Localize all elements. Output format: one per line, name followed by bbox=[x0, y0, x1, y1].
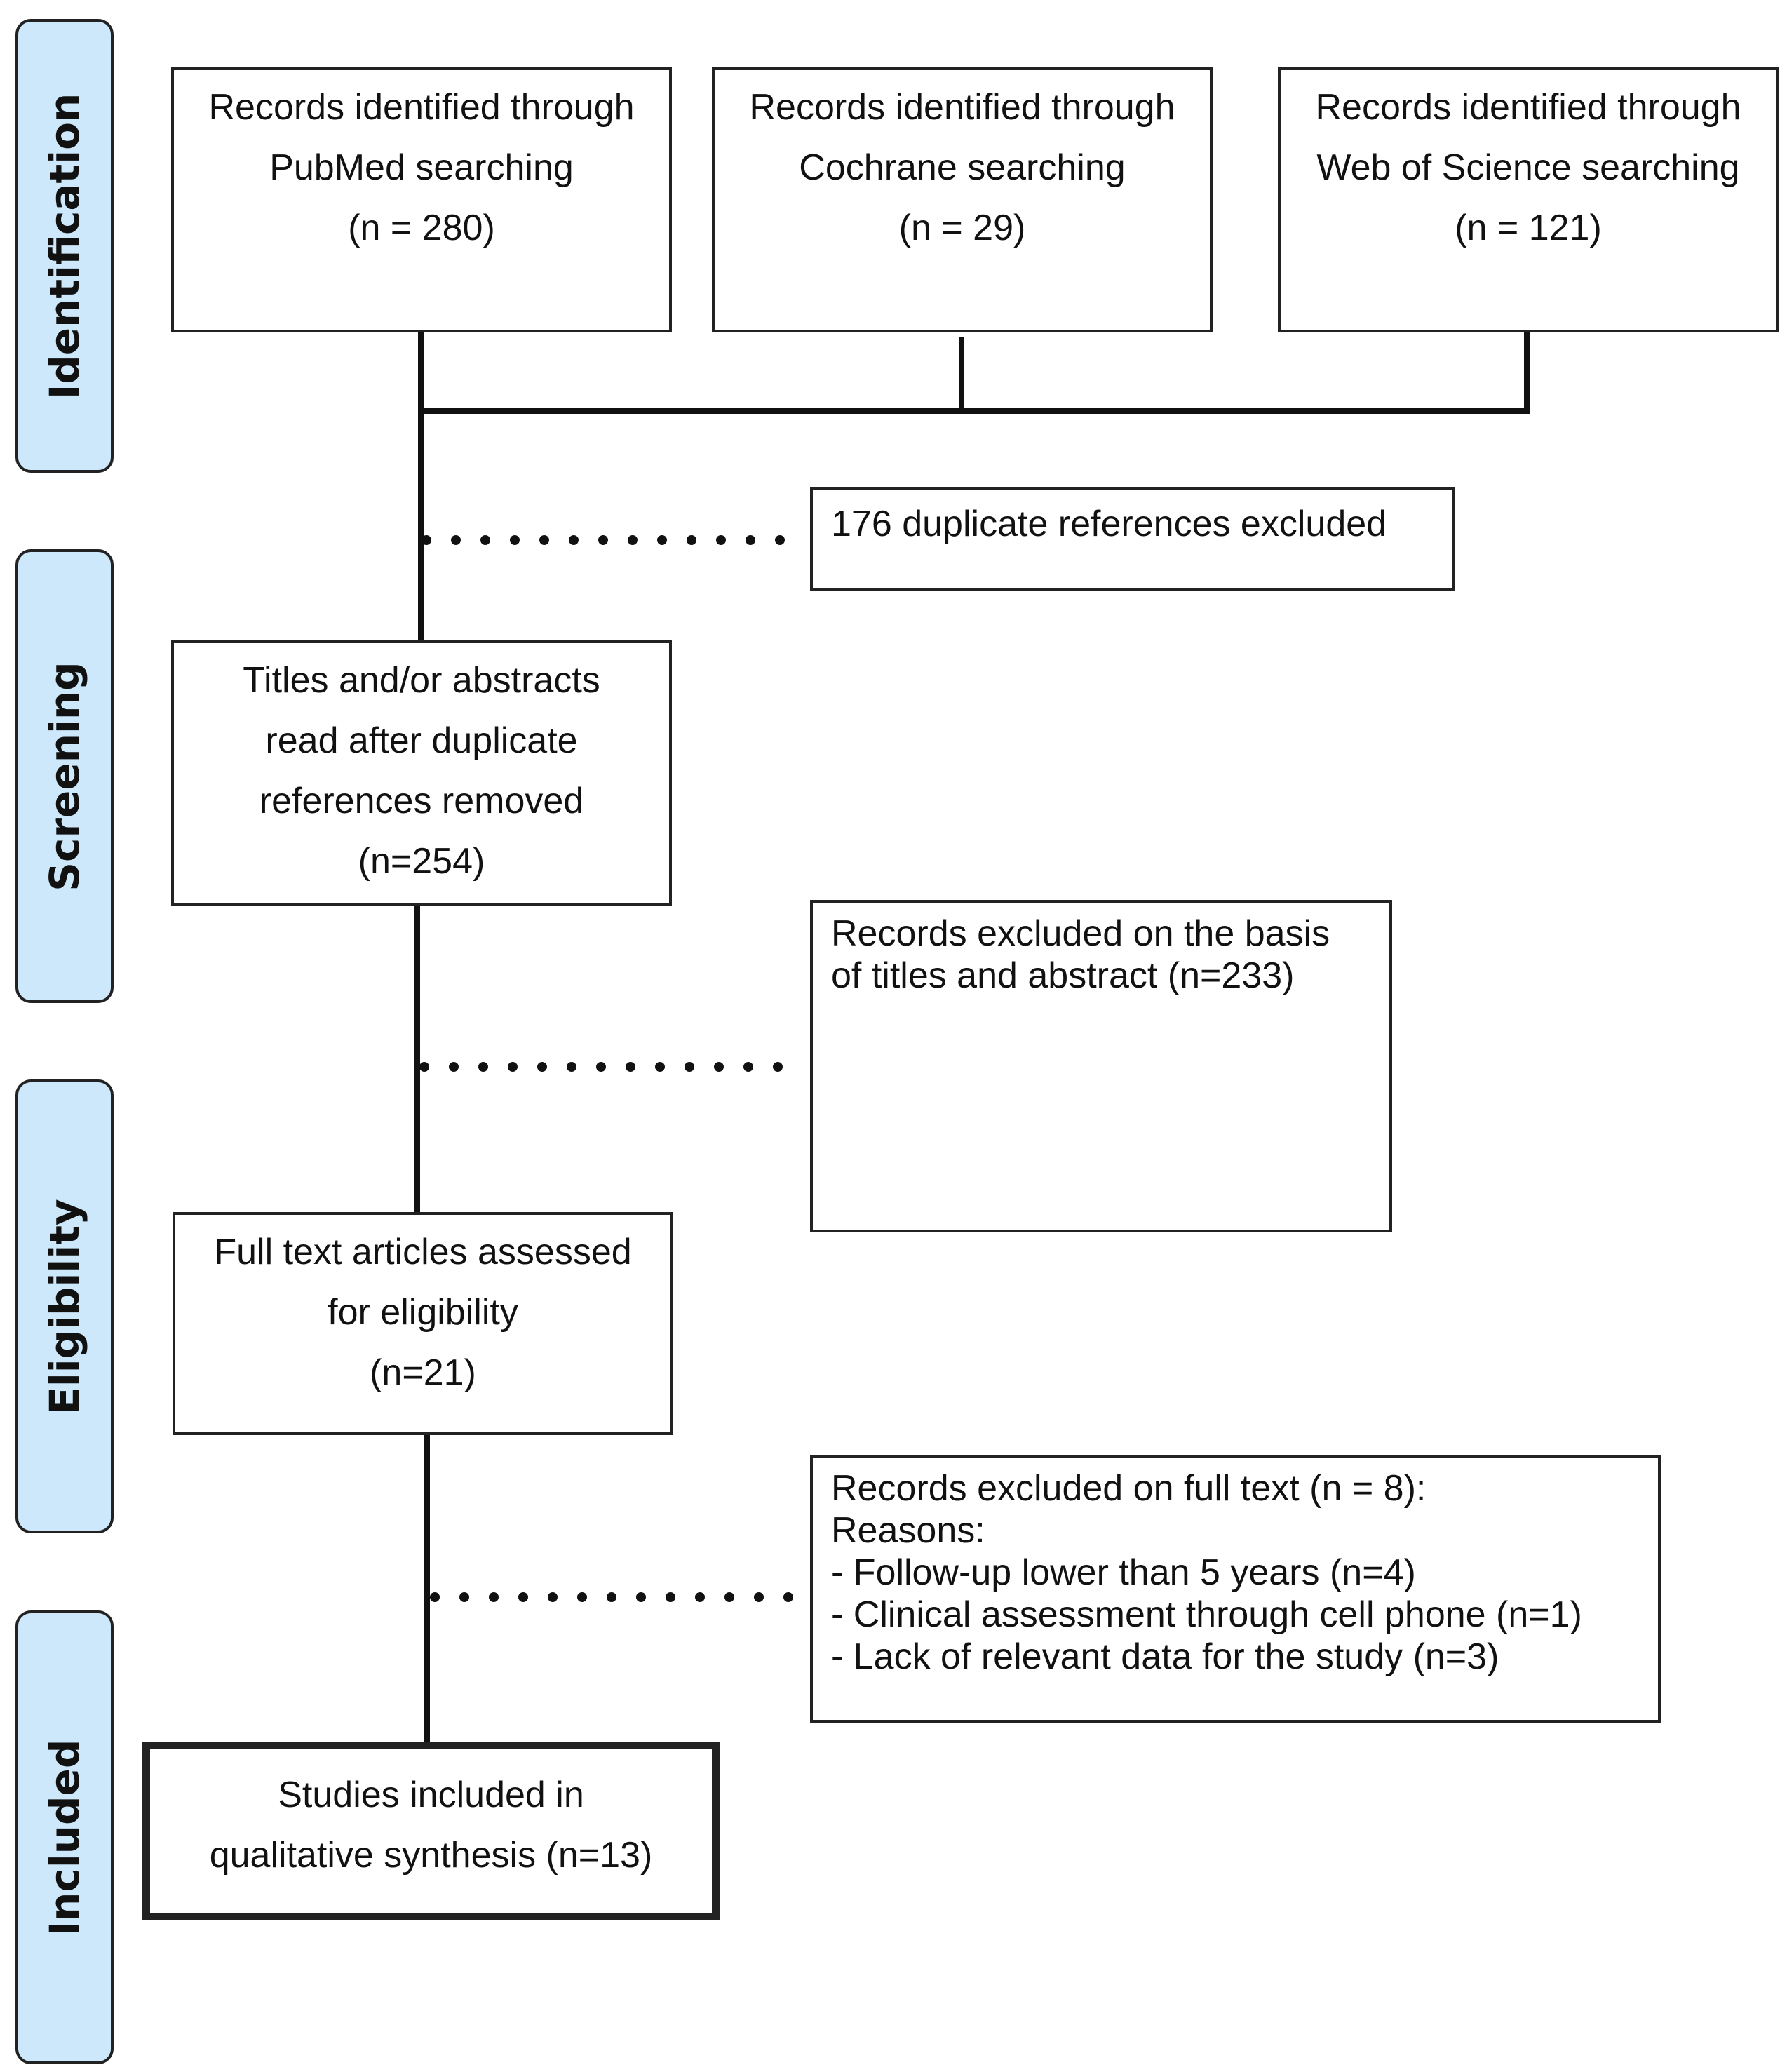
box-duplicates-excluded: 176 duplicate references excluded bbox=[810, 487, 1455, 591]
phase-included: Included bbox=[15, 1610, 114, 2064]
box-text-line: Titles and/or abstracts bbox=[243, 660, 600, 701]
box-studies-included: Studies included in qualitative synthesi… bbox=[142, 1742, 720, 1920]
box-text-line: Cochrane searching bbox=[799, 147, 1126, 188]
box-excluded-fulltext: Records excluded on full text (n = 8): R… bbox=[810, 1455, 1661, 1723]
box-text-line: of titles and abstract (n=233) bbox=[831, 955, 1295, 996]
phase-identification: Identification bbox=[15, 19, 114, 473]
phase-identification-label: Identification bbox=[41, 93, 88, 399]
phase-eligibility-label: Eligibility bbox=[41, 1198, 88, 1415]
box-text-line: PubMed searching bbox=[269, 147, 574, 188]
box-text-line: Studies included in bbox=[278, 1775, 584, 1815]
box-web-of-science-records: Records identified through Web of Scienc… bbox=[1278, 67, 1779, 332]
box-text-line: Records excluded on full text (n = 8): bbox=[831, 1468, 1427, 1509]
box-text-line: Records identified through bbox=[749, 87, 1175, 128]
box-excluded-titles-abstract: Records excluded on the basis of titles … bbox=[810, 900, 1392, 1232]
box-text-line: - Follow-up lower than 5 years (n=4) bbox=[831, 1552, 1416, 1593]
box-titles-abstracts-screened: Titles and/or abstracts read after dupli… bbox=[171, 640, 672, 906]
box-text-line: (n=254) bbox=[358, 841, 485, 882]
box-text-line: - Clinical assessment through cell phone… bbox=[831, 1594, 1582, 1635]
dotted-connector-fulltext bbox=[430, 1592, 793, 1602]
box-text-line: (n=21) bbox=[370, 1352, 476, 1393]
box-text-line: 176 duplicate references excluded bbox=[831, 504, 1387, 544]
box-text-line: Reasons: bbox=[831, 1510, 985, 1551]
dotted-connector-titles bbox=[419, 1062, 783, 1072]
box-text-line: qualitative synthesis (n=13) bbox=[209, 1835, 653, 1876]
dotted-connector-duplicates bbox=[422, 535, 785, 545]
phase-screening: Screening bbox=[15, 549, 114, 1003]
box-fulltext-assessed: Full text articles assessed for eligibil… bbox=[173, 1212, 673, 1435]
phase-eligibility: Eligibility bbox=[15, 1079, 114, 1533]
box-text-line: Web of Science searching bbox=[1316, 147, 1740, 188]
box-text-line: references removed bbox=[259, 781, 584, 821]
box-text-line: - Lack of relevant data for the study (n… bbox=[831, 1636, 1499, 1677]
phase-screening-label: Screening bbox=[41, 661, 88, 892]
box-text-line: Full text articles assessed bbox=[214, 1232, 632, 1272]
box-pubmed-records: Records identified through PubMed search… bbox=[171, 67, 672, 332]
box-text-line: (n = 121) bbox=[1455, 208, 1602, 248]
box-text-line: for eligibility bbox=[328, 1292, 518, 1333]
box-text-line: read after duplicate bbox=[265, 720, 578, 761]
box-text-line: Records identified through bbox=[1315, 87, 1741, 128]
box-text-line: (n = 29) bbox=[898, 208, 1026, 248]
box-text-line: (n = 280) bbox=[348, 208, 495, 248]
box-text-line: Records identified through bbox=[208, 87, 635, 128]
box-cochrane-records: Records identified through Cochrane sear… bbox=[712, 67, 1213, 332]
phase-included-label: Included bbox=[41, 1739, 88, 1936]
box-text-line: Records excluded on the basis bbox=[831, 913, 1330, 954]
